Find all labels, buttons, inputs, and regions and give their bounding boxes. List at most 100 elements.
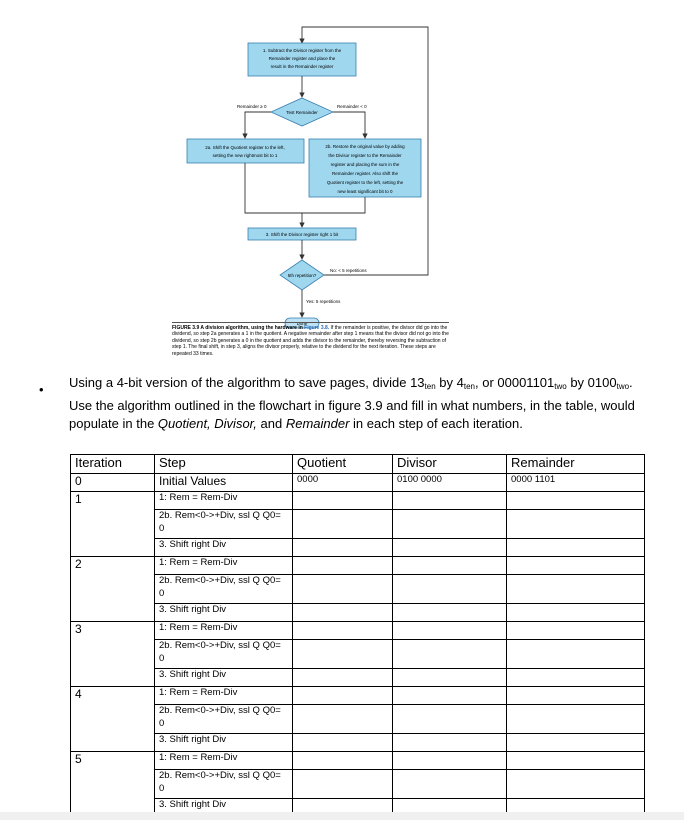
divisor-cell[interactable] (392, 733, 507, 752)
step-cell: 1: Rem = Rem-Div (154, 621, 293, 640)
quotient-cell[interactable] (292, 603, 393, 622)
step2a-box: 2a. Shift the Quotient register to the l… (186, 138, 305, 164)
remainder-cell[interactable] (506, 509, 645, 539)
quotient-cell[interactable] (292, 509, 393, 539)
remainder-cell[interactable] (506, 603, 645, 622)
step-cell: 3. Shift right Div (154, 603, 293, 622)
q-text: by 0100 (566, 375, 617, 390)
step2b-line5: Quotient register to the left, setting t… (327, 180, 404, 185)
division-steps-table: Iteration Step Quotient Divisor Remainde… (70, 454, 645, 817)
step2b-line3: register and placing the sum in the (331, 162, 400, 167)
q-subscript: ten (463, 382, 475, 391)
header-quotient: Quotient (292, 454, 393, 474)
q-text: by 4 (435, 375, 464, 390)
quotient-cell[interactable] (292, 538, 393, 557)
divisor-cell[interactable] (392, 751, 507, 770)
step-cell: 1: Rem = Rem-Div (154, 556, 293, 575)
bullet-icon: • (39, 382, 44, 397)
quotient-cell[interactable] (292, 556, 393, 575)
caption-label: FIGURE 3.9 A division algorithm, using t… (172, 325, 305, 331)
divisor-cell[interactable] (392, 574, 507, 604)
question-paragraph: Using a 4-bit version of the algorithm t… (69, 374, 649, 434)
table-row: 0 Initial Values 0000 0100 0000 0000 110… (70, 473, 645, 492)
caption-figure-link[interactable]: Figure 3.8. (304, 325, 330, 331)
step1-box: 1. Subtract the Divisor register from th… (247, 42, 357, 77)
step2a-line2: setting the new rightmost bit to 1 (213, 153, 278, 158)
divisor-cell[interactable]: 0100 0000 (392, 473, 507, 492)
step1-line1: 1. Subtract the Divisor register from th… (263, 48, 342, 53)
quotient-cell[interactable] (292, 751, 393, 770)
step2a-line1: 2a. Shift the Quotient register to the l… (205, 145, 285, 150)
table-row: 2b. Rem<0->+Div, ssl Q Q0= 0 (71, 574, 645, 604)
quotient-cell[interactable] (292, 704, 393, 734)
iteration-cell: 5 (70, 751, 155, 817)
remainder-cell[interactable] (506, 733, 645, 752)
done-label: Done (297, 321, 308, 326)
divisor-cell[interactable] (392, 509, 507, 539)
remainder-cell[interactable] (506, 686, 645, 705)
remainder-cell[interactable] (506, 639, 645, 669)
remainder-cell[interactable] (506, 704, 645, 734)
remainder-cell[interactable] (506, 574, 645, 604)
remainder-cell[interactable] (506, 769, 645, 799)
table-row: 3. Shift right Div (71, 603, 645, 622)
q-subscript: ten (424, 382, 436, 391)
remainder-cell[interactable] (506, 621, 645, 640)
quotient-cell[interactable] (292, 574, 393, 604)
step2b-line4: Remainder register. Also shift the (332, 171, 399, 176)
quotient-cell[interactable] (292, 686, 393, 705)
quotient-cell[interactable] (292, 621, 393, 640)
remainder-cell[interactable] (506, 538, 645, 557)
remainder-cell[interactable] (506, 751, 645, 770)
quotient-cell[interactable] (292, 491, 393, 510)
no-label: No: < 5 repetitions (330, 268, 367, 273)
step-cell: 2b. Rem<0->+Div, ssl Q Q0= 0 (154, 704, 293, 734)
q-text: and (256, 416, 286, 432)
divisor-cell[interactable] (392, 621, 507, 640)
divisor-cell[interactable] (392, 686, 507, 705)
divisor-cell[interactable] (392, 769, 507, 799)
divisor-cell[interactable] (392, 704, 507, 734)
step2b-line6: new least significant bit to 0 (337, 189, 393, 194)
quotient-cell[interactable] (292, 733, 393, 752)
divisor-cell[interactable] (392, 668, 507, 687)
table-row: 3. Shift right Div (71, 538, 645, 557)
header-iteration: Iteration (70, 454, 155, 474)
table-row: 2b. Rem<0->+Div, ssl Q Q0= 0 (71, 769, 645, 799)
quotient-cell[interactable]: 0000 (292, 473, 393, 492)
divisor-cell[interactable] (392, 491, 507, 510)
q-text: in each step of each iteration. (349, 416, 523, 432)
divisor-cell[interactable] (392, 538, 507, 557)
step-cell: 2b. Rem<0->+Div, ssl Q Q0= 0 (154, 639, 293, 669)
q-italic: Quotient, Divisor, (157, 416, 257, 432)
table-row: 3. Shift right Div (71, 668, 645, 687)
step-cell: 1: Rem = Rem-Div (154, 491, 293, 510)
remainder-cell[interactable]: 0000 1101 (506, 473, 645, 492)
divisor-cell[interactable] (392, 639, 507, 669)
divisor-cell[interactable] (392, 556, 507, 575)
division-flowchart: 1. Subtract the Divisor register from th… (186, 26, 429, 329)
step1-line2: Remainder register and place the (269, 56, 336, 61)
right-branch-label: Remainder < 0 (337, 104, 367, 109)
remainder-cell[interactable] (506, 556, 645, 575)
step2b-box: 2b. Restore the original value by adding… (308, 138, 422, 198)
remainder-cell[interactable] (506, 668, 645, 687)
bottom-strip (0, 812, 684, 820)
quotient-cell[interactable] (292, 769, 393, 799)
step2b-line1: 2b. Restore the original value by adding (325, 144, 405, 149)
yes-label: Yes: 5 repetitions (306, 299, 341, 304)
step1-line3: result in the Remainder register (271, 64, 334, 69)
quotient-cell[interactable] (292, 639, 393, 669)
divisor-cell[interactable] (392, 603, 507, 622)
quotient-cell[interactable] (292, 668, 393, 687)
q-subscript: two (616, 382, 630, 391)
q-italic: Remainder (285, 416, 350, 432)
step3-label: 3. Shift the Divisor register right 1 bi… (266, 232, 339, 237)
remainder-cell[interactable] (506, 491, 645, 510)
step-cell: 1: Rem = Rem-Div (154, 751, 293, 770)
